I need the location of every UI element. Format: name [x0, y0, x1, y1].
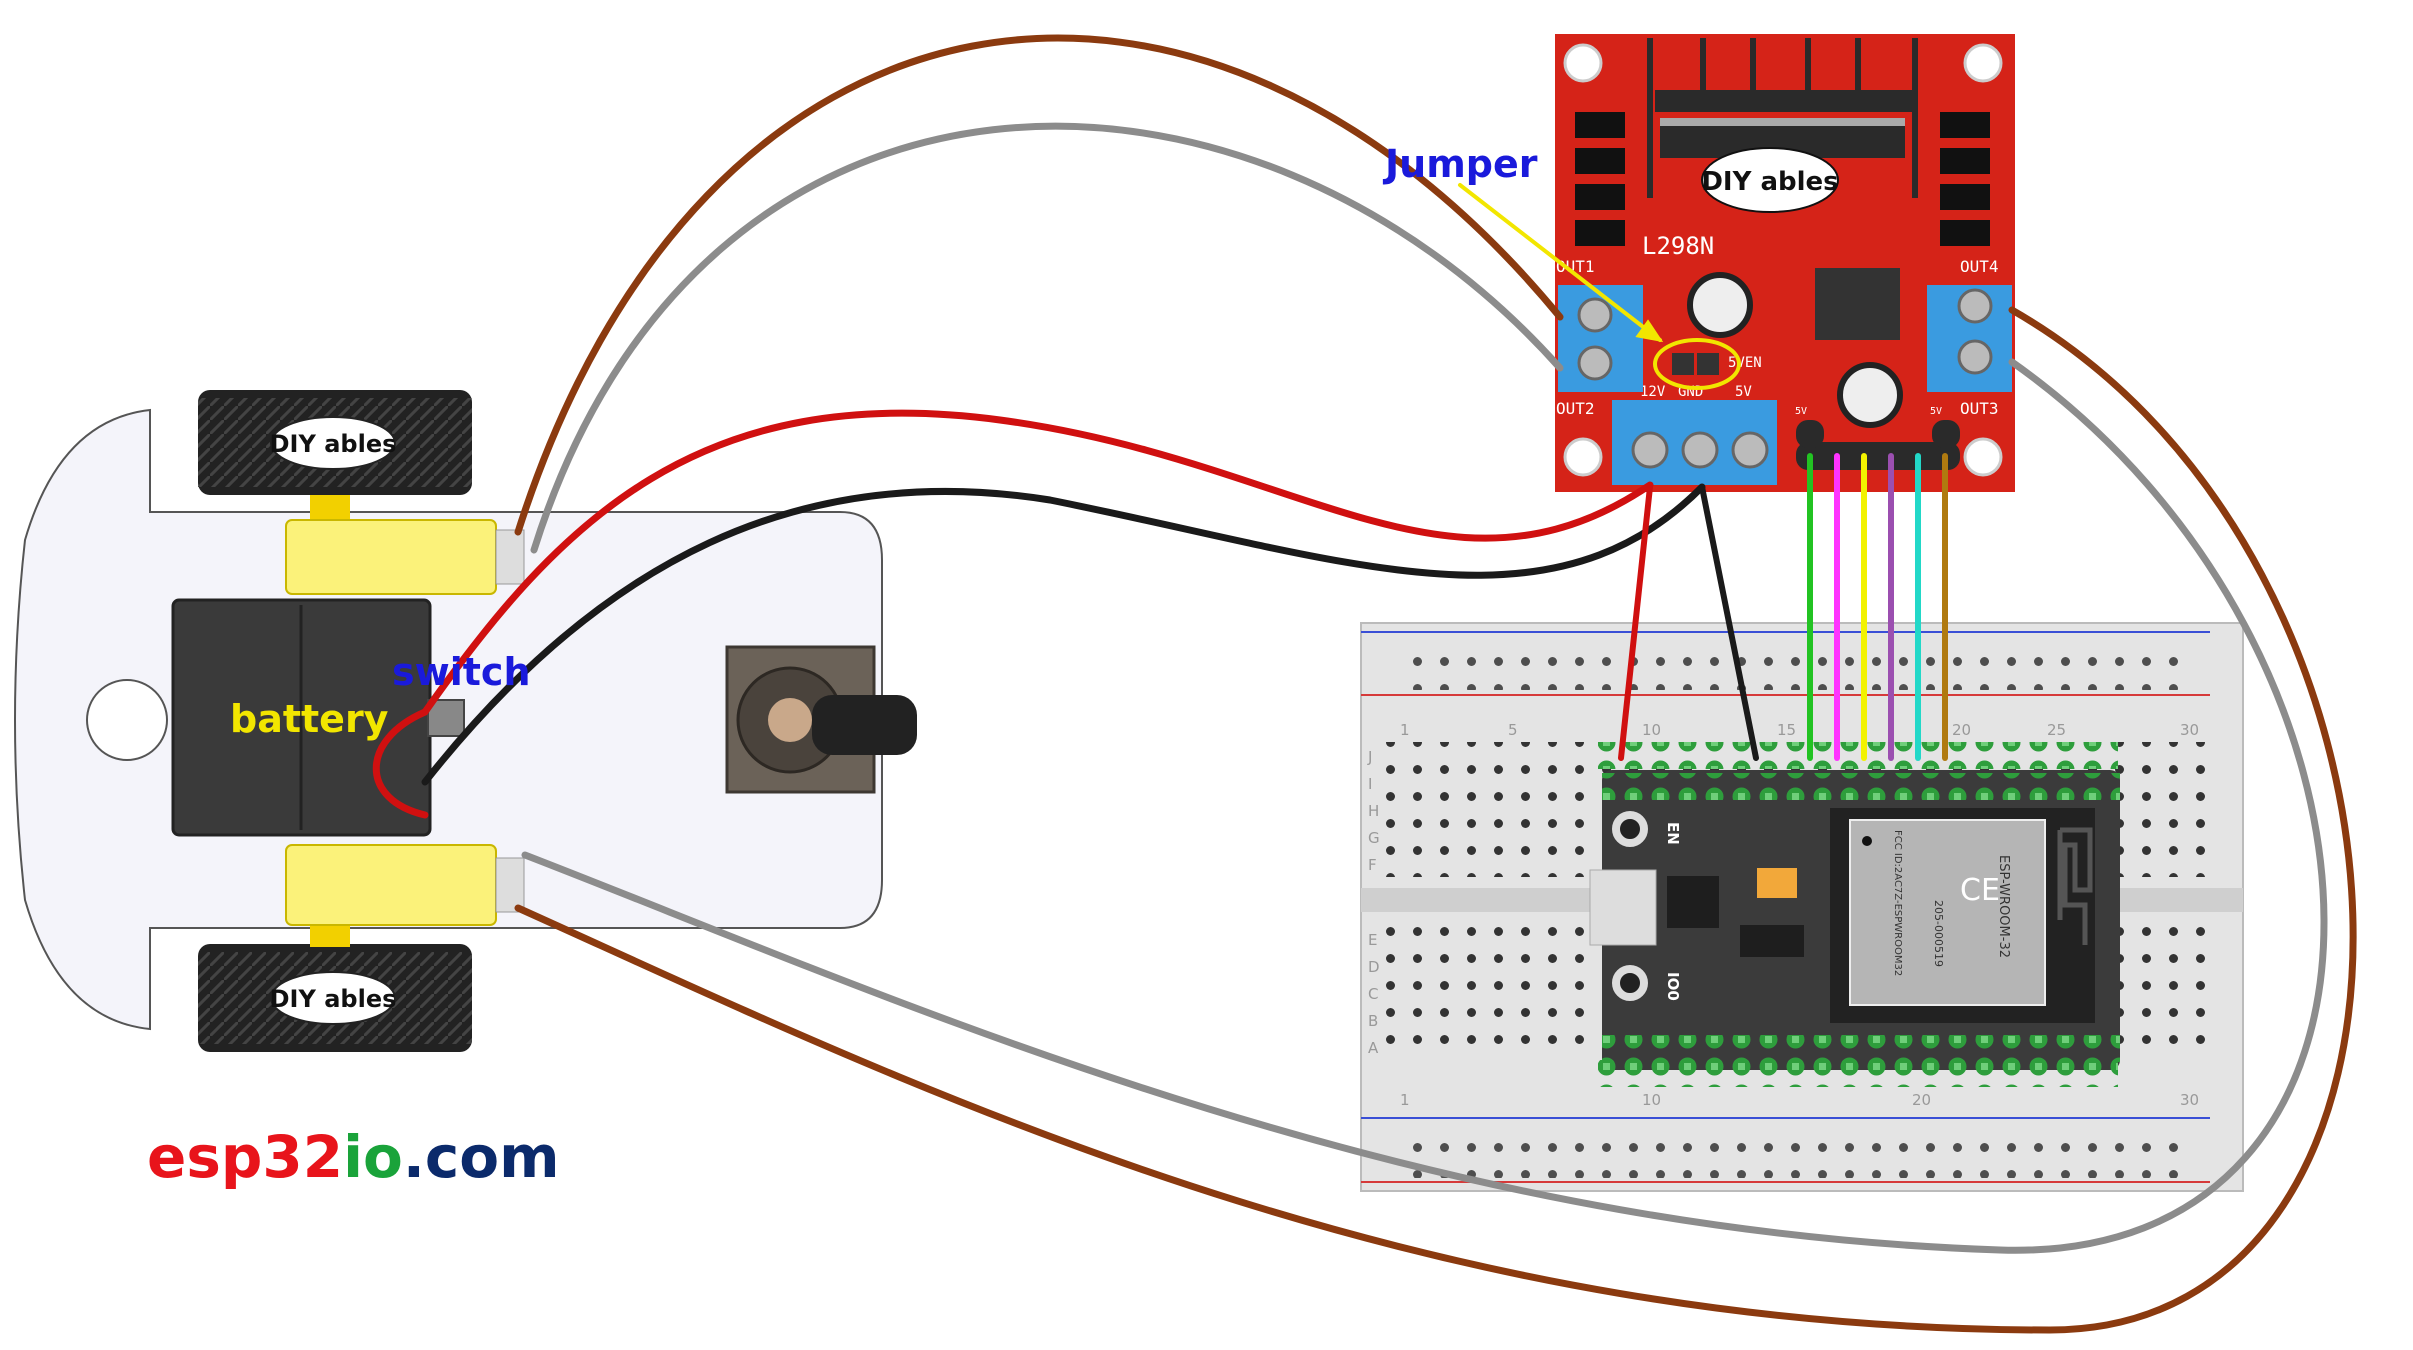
en-button — [1612, 811, 1648, 847]
jumper-arrowhead — [1635, 319, 1664, 343]
io0-label: IO0 — [1664, 972, 1682, 1001]
12v-label: 12V — [1640, 384, 1666, 400]
row-label: F — [1368, 856, 1377, 874]
en-label: EN — [1664, 822, 1682, 845]
chip-label: L298N — [1642, 232, 1714, 260]
motor-bottom — [285, 844, 525, 947]
wire-power-to-esp32 — [1618, 484, 1653, 761]
col-label: 10 — [1642, 721, 1661, 739]
ce-mark: CE — [1960, 873, 2000, 908]
wire-ground-black — [421, 483, 1706, 786]
wire-motor-b-gray — [521, 358, 2328, 1254]
pin-5v-label: 5V — [1930, 406, 1942, 417]
wire-motor-a-gray — [530, 122, 1564, 554]
jumper-5ven — [1653, 338, 1741, 390]
col-label: 20 — [1952, 721, 1971, 739]
row-label: B — [1368, 1012, 1378, 1030]
terminal-out1-out2 — [1558, 285, 1643, 392]
out1-label: OUT1 — [1556, 257, 1595, 276]
caster-wheel — [725, 645, 917, 794]
col-label: 25 — [2047, 721, 2066, 739]
wheel-top: DIY ables — [198, 390, 472, 495]
out3-label: OUT3 — [1960, 399, 1999, 418]
col-label: 20 — [1912, 1091, 1931, 1109]
jumper-arrow — [1458, 183, 1662, 342]
switch — [427, 699, 465, 737]
row-label: C — [1368, 985, 1378, 1003]
wheel-logo: DIY ables — [270, 985, 397, 1013]
5ven-label: 5VEN — [1728, 355, 1762, 371]
col-label: 10 — [1642, 1091, 1661, 1109]
jumper-label: Jumper — [1382, 142, 1538, 186]
motor-top — [285, 495, 525, 595]
row-label: H — [1368, 802, 1379, 820]
wheel-bottom: DIY ables — [198, 944, 472, 1052]
breadboard-labels: 1 5 10 15 20 25 30 1 10 20 30 J I H G F … — [1367, 721, 2199, 1109]
pin-5v-label: 5V — [1795, 406, 1807, 417]
wire-motor-b-brown — [514, 306, 2357, 1334]
brand-part-1: esp32 — [147, 1123, 343, 1191]
out2-label: OUT2 — [1556, 399, 1595, 418]
col-label: 15 — [1777, 721, 1796, 739]
brand-part-2: io — [343, 1123, 403, 1191]
row-label: I — [1368, 775, 1372, 793]
wire-ground-to-esp32 — [1699, 484, 1759, 761]
brand-part-3: .com — [403, 1123, 560, 1191]
module-name: ESP-WROOM-32 — [1996, 855, 2011, 958]
wire-motor-a-brown — [514, 34, 1564, 536]
chassis-hole — [86, 679, 168, 761]
terminal-power — [1612, 400, 1777, 485]
wheel-logo: DIY ables — [270, 430, 397, 458]
cert-number: 205-000519 — [1932, 900, 1945, 967]
col-label: 5 — [1508, 721, 1518, 739]
row-label: J — [1367, 748, 1372, 766]
heatsink — [1647, 38, 1918, 198]
5v-label: 5V — [1735, 384, 1752, 400]
row-label: D — [1368, 958, 1380, 976]
out4-label: OUT4 — [1960, 257, 1999, 276]
wires — [372, 34, 2357, 1334]
wire-power-red — [421, 409, 1654, 716]
col-label: 1 — [1400, 1091, 1410, 1109]
l298n-logo: DIY ables — [1701, 167, 1838, 197]
col-label: 1 — [1400, 721, 1410, 739]
row-label: A — [1368, 1039, 1379, 1057]
col-label: 30 — [2180, 1091, 2199, 1109]
battery-label: battery — [230, 697, 389, 741]
col-label: 30 — [2180, 721, 2199, 739]
row-label: G — [1368, 829, 1380, 847]
switch-label: switch — [392, 650, 531, 694]
battery-loop-red — [372, 708, 429, 819]
fcc-id: FCC ID:2AC7Z-ESPWROOM32 — [1892, 830, 1903, 976]
brand-logo: esp32io.com — [147, 1123, 560, 1191]
esp32-board: EN IO0 ESP-WROOM-32 FCC ID:2AC7Z-ESPWROO… — [1589, 742, 2120, 1087]
io0-button — [1612, 965, 1648, 1001]
l298n-driver: DIY ables L298N OUT1 OUT2 OUT4 OUT3 12V … — [1555, 34, 2015, 492]
terminal-out3-out4 — [1927, 285, 2012, 392]
row-label: E — [1368, 931, 1377, 949]
